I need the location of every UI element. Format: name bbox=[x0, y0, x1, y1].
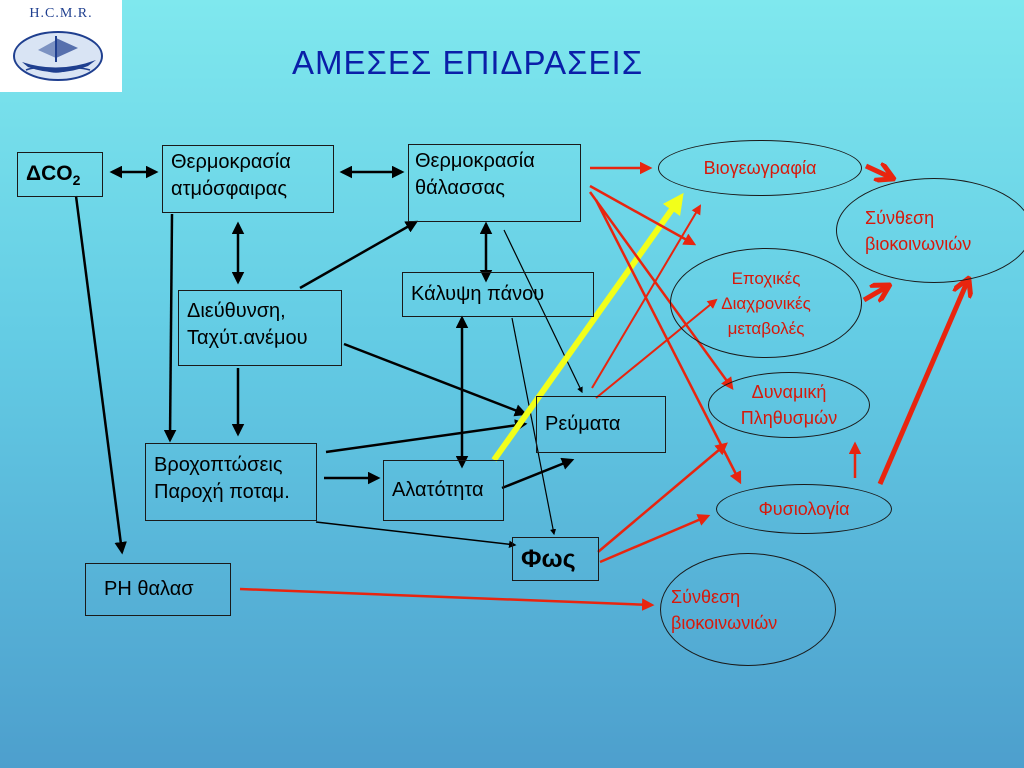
oval-community-bottom: Σύνθεση βιοκοινωνιών bbox=[660, 553, 836, 666]
node-rainfall-line2: Παροχή ποταμ. bbox=[154, 481, 290, 503]
node-wind-line1: Διεύθυνση, bbox=[187, 300, 286, 322]
arrow-physiology-community bbox=[877, 280, 968, 485]
node-air-temperature-line2: ατμόσφαιρας bbox=[171, 178, 288, 200]
ship-emblem-icon bbox=[13, 31, 103, 81]
node-salinity-label: Αλατότητα bbox=[392, 479, 484, 501]
node-sea-temperature: Θερμοκρασία θάλασσας bbox=[408, 144, 581, 222]
arrow-salinity-currents bbox=[501, 457, 575, 490]
arrow-biogeography-community bbox=[864, 166, 892, 178]
arrow-rain-light bbox=[315, 521, 517, 549]
node-light: Φως bbox=[512, 537, 599, 581]
node-dco2-main: ΔCO bbox=[26, 162, 73, 185]
node-light-label: Φως bbox=[521, 545, 576, 573]
node-ice-cover-label: Κάλυψη πάνου bbox=[411, 283, 545, 305]
node-rainfall: Βροχοπτώσεις Παροχή ποταμ. bbox=[145, 443, 317, 521]
oval-physiology: Φυσιολογία bbox=[716, 484, 892, 534]
arrow-seasonal-community bbox=[862, 286, 888, 300]
arrow-seatemp-currents bbox=[503, 229, 583, 394]
node-dco2: ΔCO2 bbox=[17, 152, 103, 197]
node-ice-cover: Κάλυψη πάνου bbox=[402, 272, 594, 317]
node-sea-temperature-line2: θάλασσας bbox=[415, 177, 505, 199]
logo-text: H.C.M.R. bbox=[29, 6, 93, 21]
node-currents: Ρεύματα bbox=[536, 396, 666, 453]
arrow-seatemp-seasonal bbox=[589, 184, 697, 246]
arrow-rain-currents bbox=[325, 419, 528, 454]
arrow-seatemp-physiology bbox=[594, 199, 742, 485]
oval-biogeography: Βιογεωγραφία bbox=[658, 140, 862, 196]
node-wind-line2: Ταχύτ.ανέμου bbox=[187, 327, 308, 349]
node-rainfall-line1: Βροχοπτώσεις bbox=[154, 454, 283, 476]
node-sea-temperature-line1: Θερμοκρασία bbox=[415, 150, 535, 172]
arrow-currents-biogeography bbox=[591, 204, 702, 389]
arrow-light-population bbox=[597, 442, 728, 553]
arrow-wind-currents bbox=[343, 342, 528, 417]
node-ph: PH θαλασ bbox=[85, 563, 231, 616]
arrow-airtemp-rain bbox=[163, 213, 177, 443]
node-salinity: Αλατότητα bbox=[383, 460, 504, 521]
arrow-dco2-ph bbox=[74, 195, 127, 555]
oval-population-dynamics: Δυναμική Πληθυσμών bbox=[708, 372, 870, 438]
oval-seasonal-changes: Εποχικές Διαχρονικές μεταβολές bbox=[670, 248, 862, 358]
node-air-temperature-line1: Θερμοκρασία bbox=[171, 151, 291, 173]
arrow-ph-community bbox=[239, 587, 655, 611]
node-dco2-subscript: 2 bbox=[72, 172, 81, 189]
oval-community-top: Σύνθεση βιοκοινωνιών bbox=[836, 178, 1024, 283]
arrow-light-physiology bbox=[599, 514, 711, 564]
node-wind: Διεύθυνση, Ταχύτ.ανέμου bbox=[178, 290, 342, 366]
node-air-temperature: Θερμοκρασία ατμόσφαιρας bbox=[162, 145, 334, 213]
node-currents-label: Ρεύματα bbox=[545, 413, 621, 435]
node-ph-label: PH θαλασ bbox=[104, 578, 194, 600]
hcmr-logo: H.C.M.R. bbox=[0, 0, 122, 92]
arrow-ice-light bbox=[511, 317, 557, 536]
arrow-salinity-biogeography bbox=[491, 192, 684, 462]
page-title: ΑΜΕΣΕΣ ΕΠΙΔΡΑΣΕΙΣ bbox=[292, 44, 644, 81]
arrow-wind-seatemp bbox=[299, 220, 419, 290]
arrow-seatemp-population bbox=[588, 191, 734, 391]
